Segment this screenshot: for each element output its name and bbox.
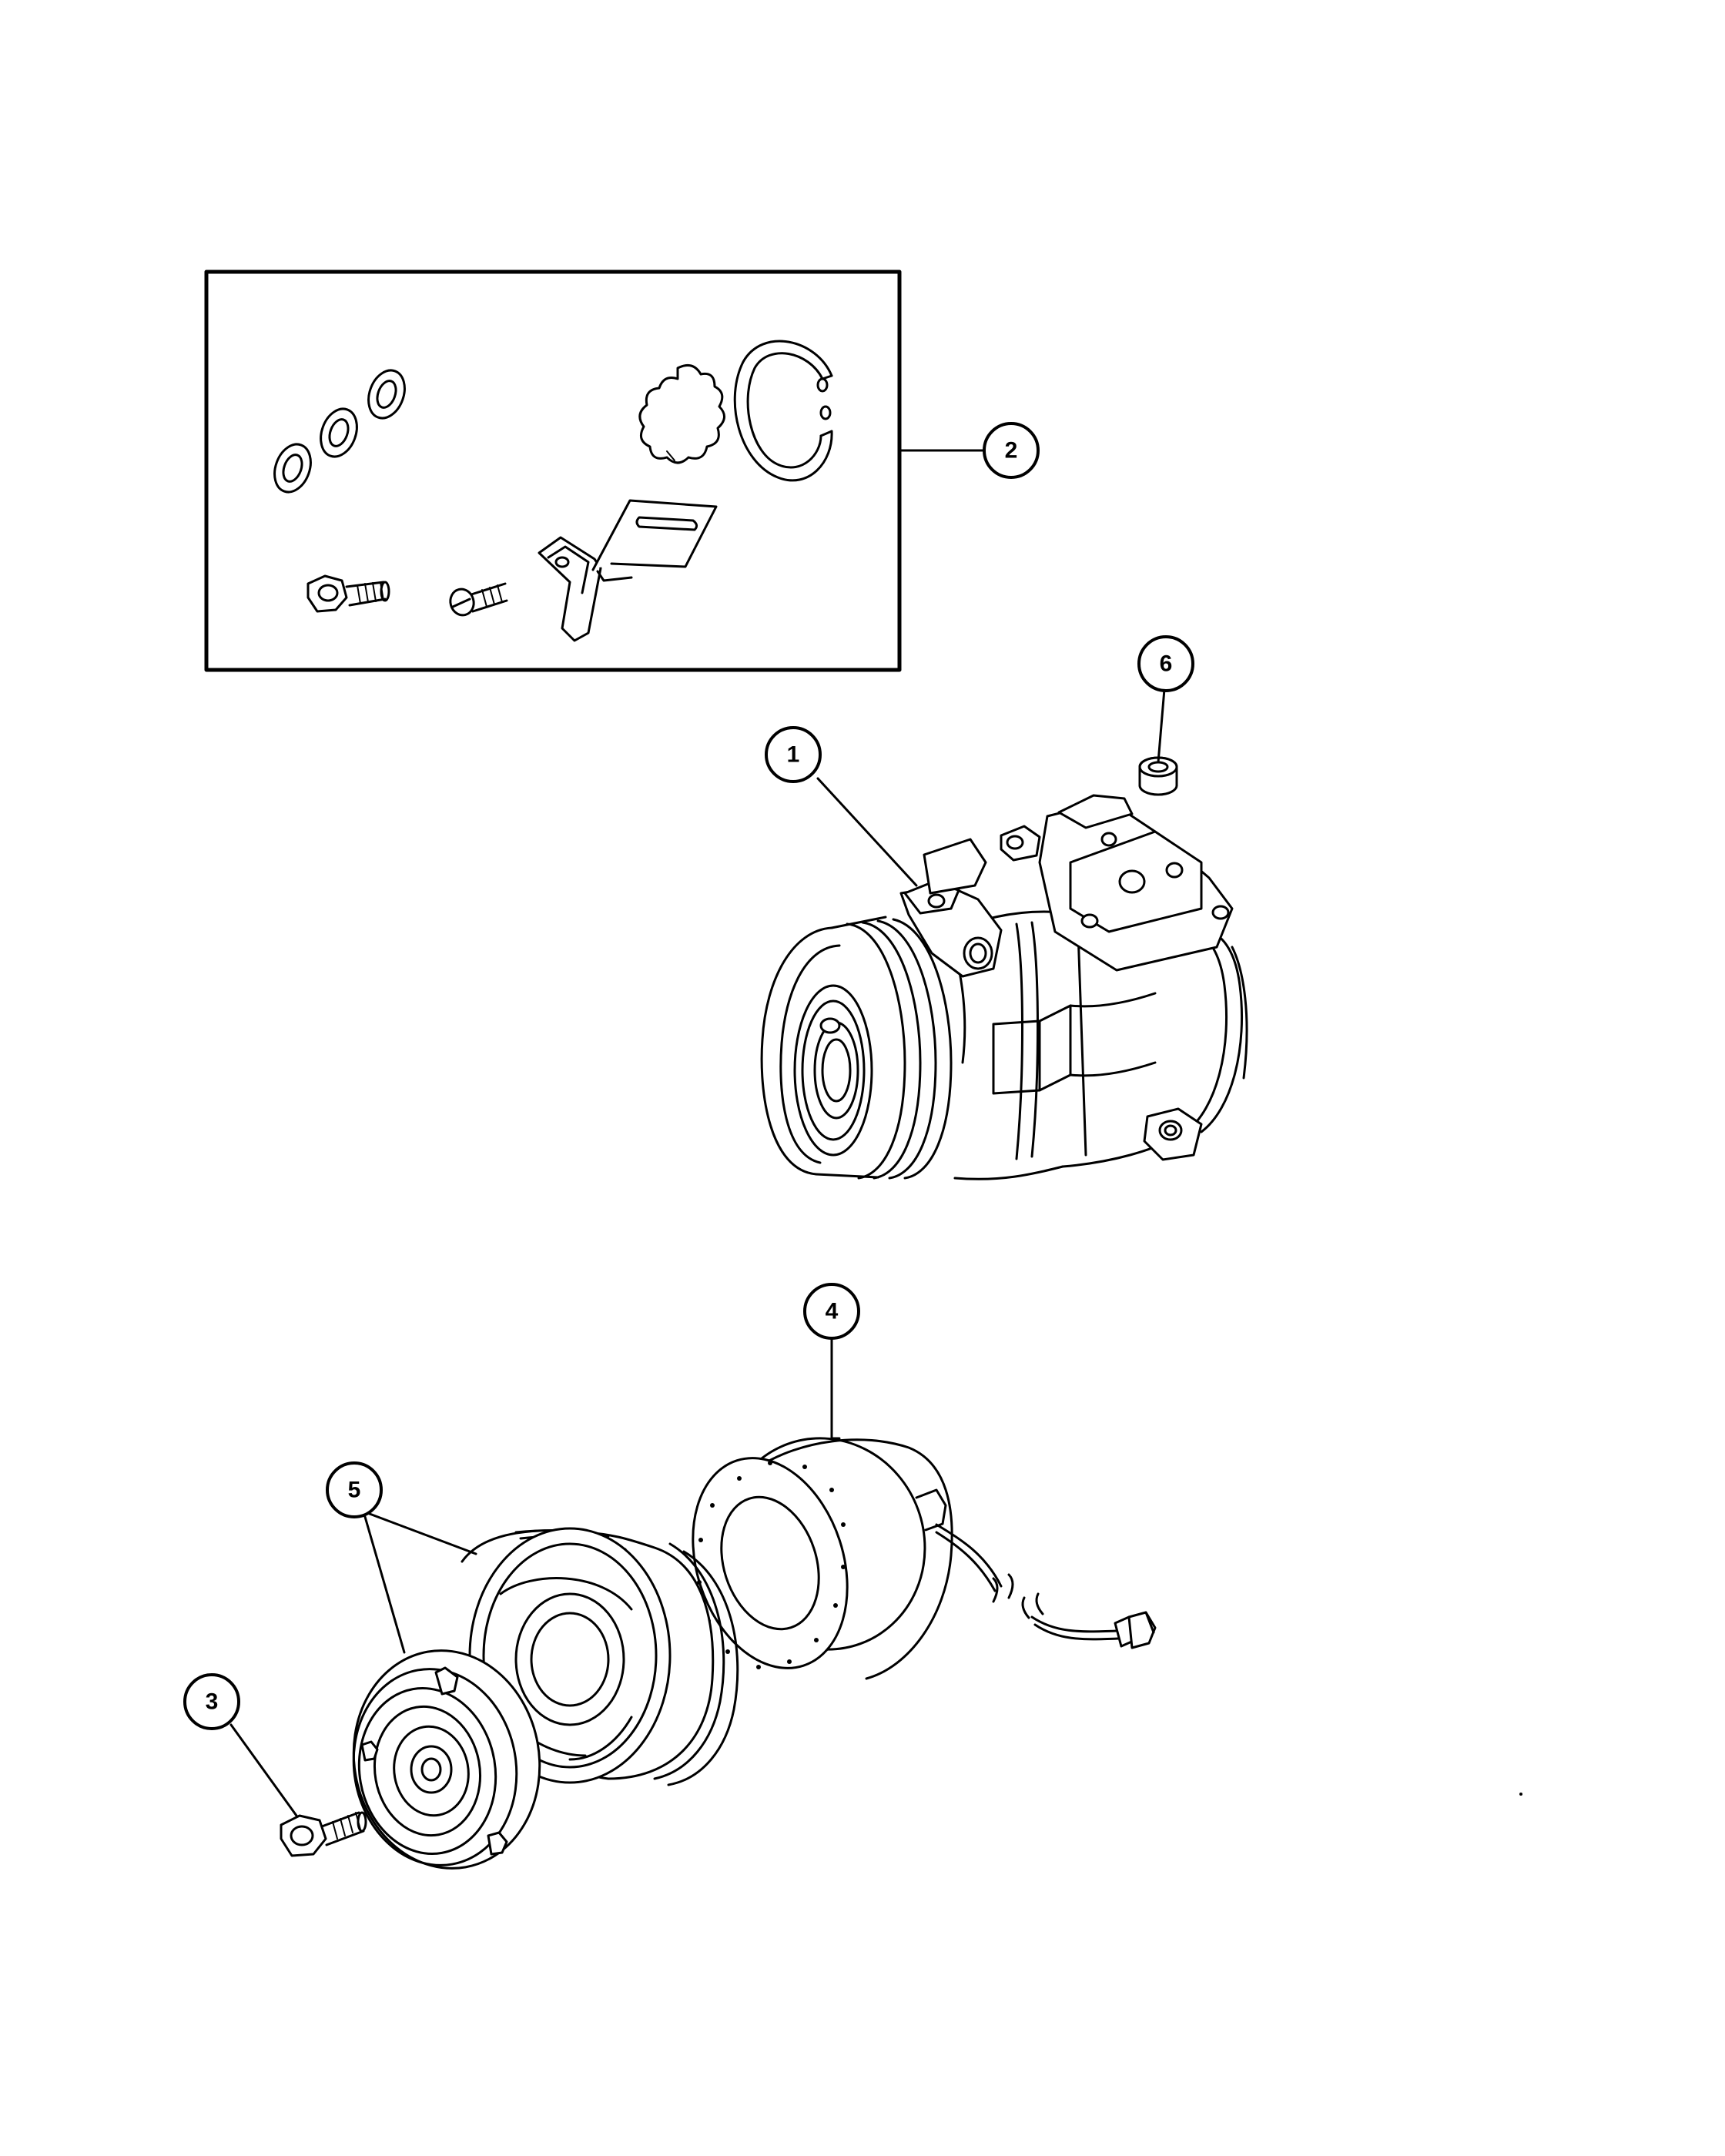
kit-screw xyxy=(449,582,508,617)
washer-small xyxy=(273,443,312,494)
snap-ring xyxy=(733,340,833,482)
washer-medium xyxy=(320,407,358,458)
leader-5 xyxy=(362,1510,477,1654)
leader-1 xyxy=(816,777,918,887)
hub-bolt xyxy=(280,1811,367,1857)
callout-4-label: 4 xyxy=(826,1299,839,1324)
kit-flange-bolt xyxy=(306,574,390,613)
callout-6-label: 6 xyxy=(1160,651,1173,677)
callout-1-label: 1 xyxy=(787,742,800,768)
callout-5: 5 xyxy=(326,1461,383,1518)
callout-2-label: 2 xyxy=(1005,438,1018,464)
front-mount-ear xyxy=(899,838,1003,978)
callout-1: 1 xyxy=(765,726,822,783)
stray-dot xyxy=(1519,1793,1522,1796)
washer-large xyxy=(367,369,406,420)
wavy-seal xyxy=(638,363,725,464)
callout-6: 6 xyxy=(1137,635,1194,692)
rear-manifold xyxy=(1000,756,1234,972)
callout-2: 2 xyxy=(983,422,1040,479)
seal-kit-group xyxy=(204,270,986,672)
callout-3: 3 xyxy=(183,1673,240,1730)
clutch-hub xyxy=(352,1649,541,1870)
kit-bracket xyxy=(538,499,718,642)
compressor-assembly xyxy=(760,688,1248,1180)
field-coil xyxy=(692,1337,1157,1680)
service-valve xyxy=(1138,756,1178,796)
rear-mount xyxy=(1143,1107,1203,1161)
leader-6 xyxy=(1157,688,1166,764)
wire-connector xyxy=(1114,1611,1157,1649)
leader-3 xyxy=(229,1723,298,1817)
callout-5-label: 5 xyxy=(348,1478,361,1503)
callout-4: 4 xyxy=(803,1283,860,1340)
kit-frame xyxy=(204,270,902,672)
pulley-face xyxy=(793,984,873,1157)
callout-3-label: 3 xyxy=(206,1689,219,1715)
